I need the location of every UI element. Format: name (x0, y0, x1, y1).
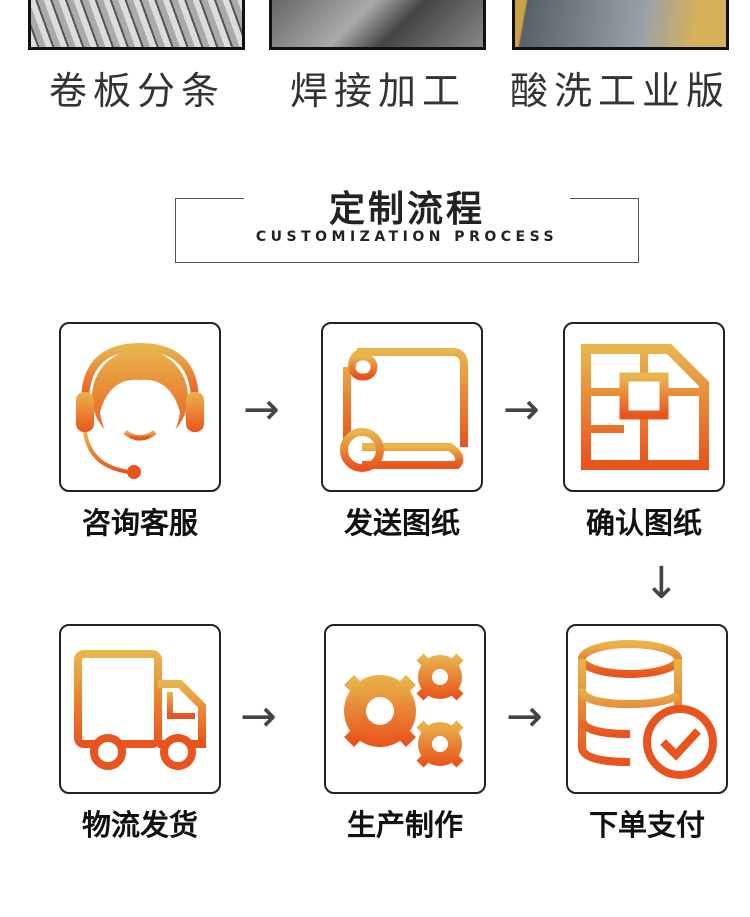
arrow-right-icon: → (240, 691, 277, 742)
arrow-down-icon: ↓ (643, 558, 680, 609)
step-label: 物流发货 (81, 808, 198, 842)
section-title: 定制流程 (328, 189, 485, 230)
step-label: 确认图纸 (585, 506, 702, 540)
product-photo-welding (269, 0, 486, 50)
arrow-right-icon: → (243, 384, 280, 435)
step-order-payment (566, 624, 728, 794)
product-photo-pickled-plate (512, 0, 729, 50)
step-production (324, 624, 486, 794)
product-photo-coil-slitting (28, 0, 245, 50)
step-label: 生产制作 (346, 808, 463, 842)
product-caption: 卷板分条 (48, 69, 225, 113)
product-caption: 酸洗工业版 (509, 69, 730, 113)
step-label: 咨询客服 (81, 506, 198, 540)
step-consult (59, 322, 221, 492)
step-label: 发送图纸 (343, 506, 460, 540)
database-check-icon (577, 639, 717, 779)
step-label: 下单支付 (588, 808, 705, 842)
customer-service-headset-icon (76, 342, 204, 479)
step-logistics (59, 624, 221, 794)
blueprint-icon (581, 344, 709, 470)
arrow-right-icon: → (503, 384, 540, 435)
step-send-drawing (321, 322, 483, 492)
gears-icon (336, 649, 468, 772)
scroll-drawing-icon (340, 348, 468, 472)
section-subtitle: CUSTOMIZATION PROCESS (255, 229, 559, 245)
product-caption: 焊接加工 (289, 69, 466, 113)
step-confirm-drawing (563, 322, 725, 492)
arrow-right-icon: → (506, 691, 543, 742)
truck-icon (74, 650, 206, 770)
